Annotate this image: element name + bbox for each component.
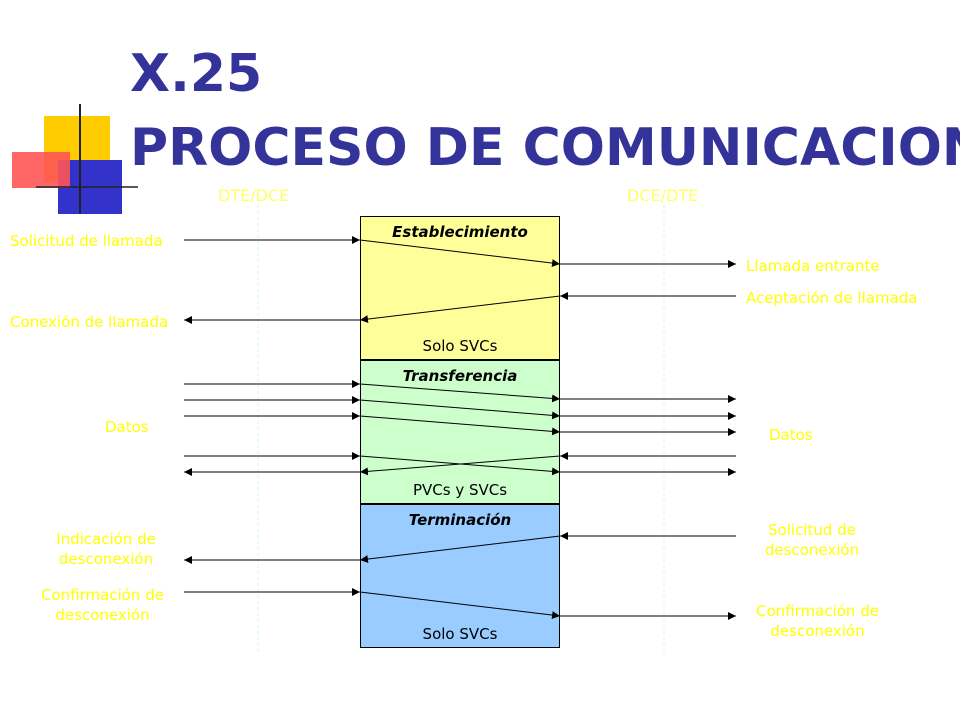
label-solicitud-desconexion: Solicitud de desconexión (764, 521, 860, 559)
phase-title: Establecimiento (392, 223, 528, 241)
label-indicacion-desconexion: Indicación de desconexión (56, 530, 156, 568)
label-datos-right: Datos (769, 426, 813, 444)
phase-subtitle: PVCs y SVCs (412, 481, 508, 499)
arrow-datos-1-cross (359, 383, 561, 403)
phase-subtitle: Solo SVCs (422, 337, 498, 355)
label-confirmacion-left: Confirmación de desconexión (41, 586, 164, 624)
arrow-solicitud-cross (359, 239, 561, 268)
label-llamada-entrante: Llamada entrante (746, 257, 880, 275)
arrow-datos-2-cross (359, 399, 561, 420)
column-label-dce-dte: DCE/DTE (627, 186, 699, 205)
arrow-confirmacion-cross (359, 591, 561, 620)
arrow-datos-3-cross (359, 415, 561, 436)
arrow-datos-5-cross (359, 455, 561, 476)
page-title-line2: PROCESO DE COMUNICACION (130, 118, 960, 178)
label-solicitud-llamada: Solicitud de llamada (10, 232, 163, 250)
label-datos-left: Datos (105, 418, 149, 436)
label-conexion-llamada: Conexión de llamada (10, 313, 169, 331)
column-label-dte-dce: DTE/DCE (218, 186, 290, 205)
label-aceptacion-llamada: Aceptación de llamada (746, 289, 918, 307)
arrow-solicitud-desc-cross (359, 535, 561, 564)
phase-transferencia: Transferencia PVCs y SVCs (360, 360, 560, 504)
phase-title: Terminación (408, 511, 512, 529)
page-title-line1: X.25 (130, 44, 263, 104)
phase-subtitle: Solo SVCs (422, 625, 498, 643)
phase-terminacion: Terminación Solo SVCs (360, 504, 560, 648)
arrow-aceptacion-cross (359, 295, 561, 324)
label-confirmacion-right: Confirmación de desconexión (756, 602, 879, 640)
red-square (12, 152, 70, 188)
phase-title: Transferencia (402, 367, 518, 385)
phase-establecimiento: Establecimiento Solo SVCs (360, 216, 560, 360)
